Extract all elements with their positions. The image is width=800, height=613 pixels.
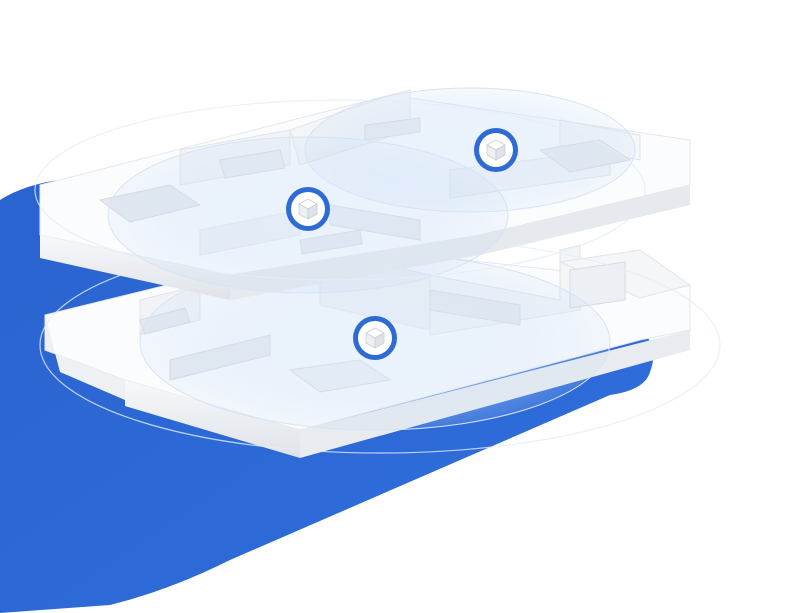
mesh-node-upper-right <box>474 128 518 172</box>
lower-floor-front-edge <box>125 380 300 458</box>
upper-floor-front-edge <box>40 235 230 300</box>
mesh-node-lower <box>353 316 397 360</box>
upper-outer-coverage-zone <box>34 99 646 281</box>
mesh-node-upper-left <box>286 187 330 231</box>
mesh-router-node-icon <box>298 198 318 220</box>
upper-right-coverage-zone <box>304 87 636 213</box>
mesh-router-node-icon <box>365 327 385 349</box>
lower-floor-front-edge-left <box>45 315 125 400</box>
mesh-router-node-icon <box>486 139 506 161</box>
